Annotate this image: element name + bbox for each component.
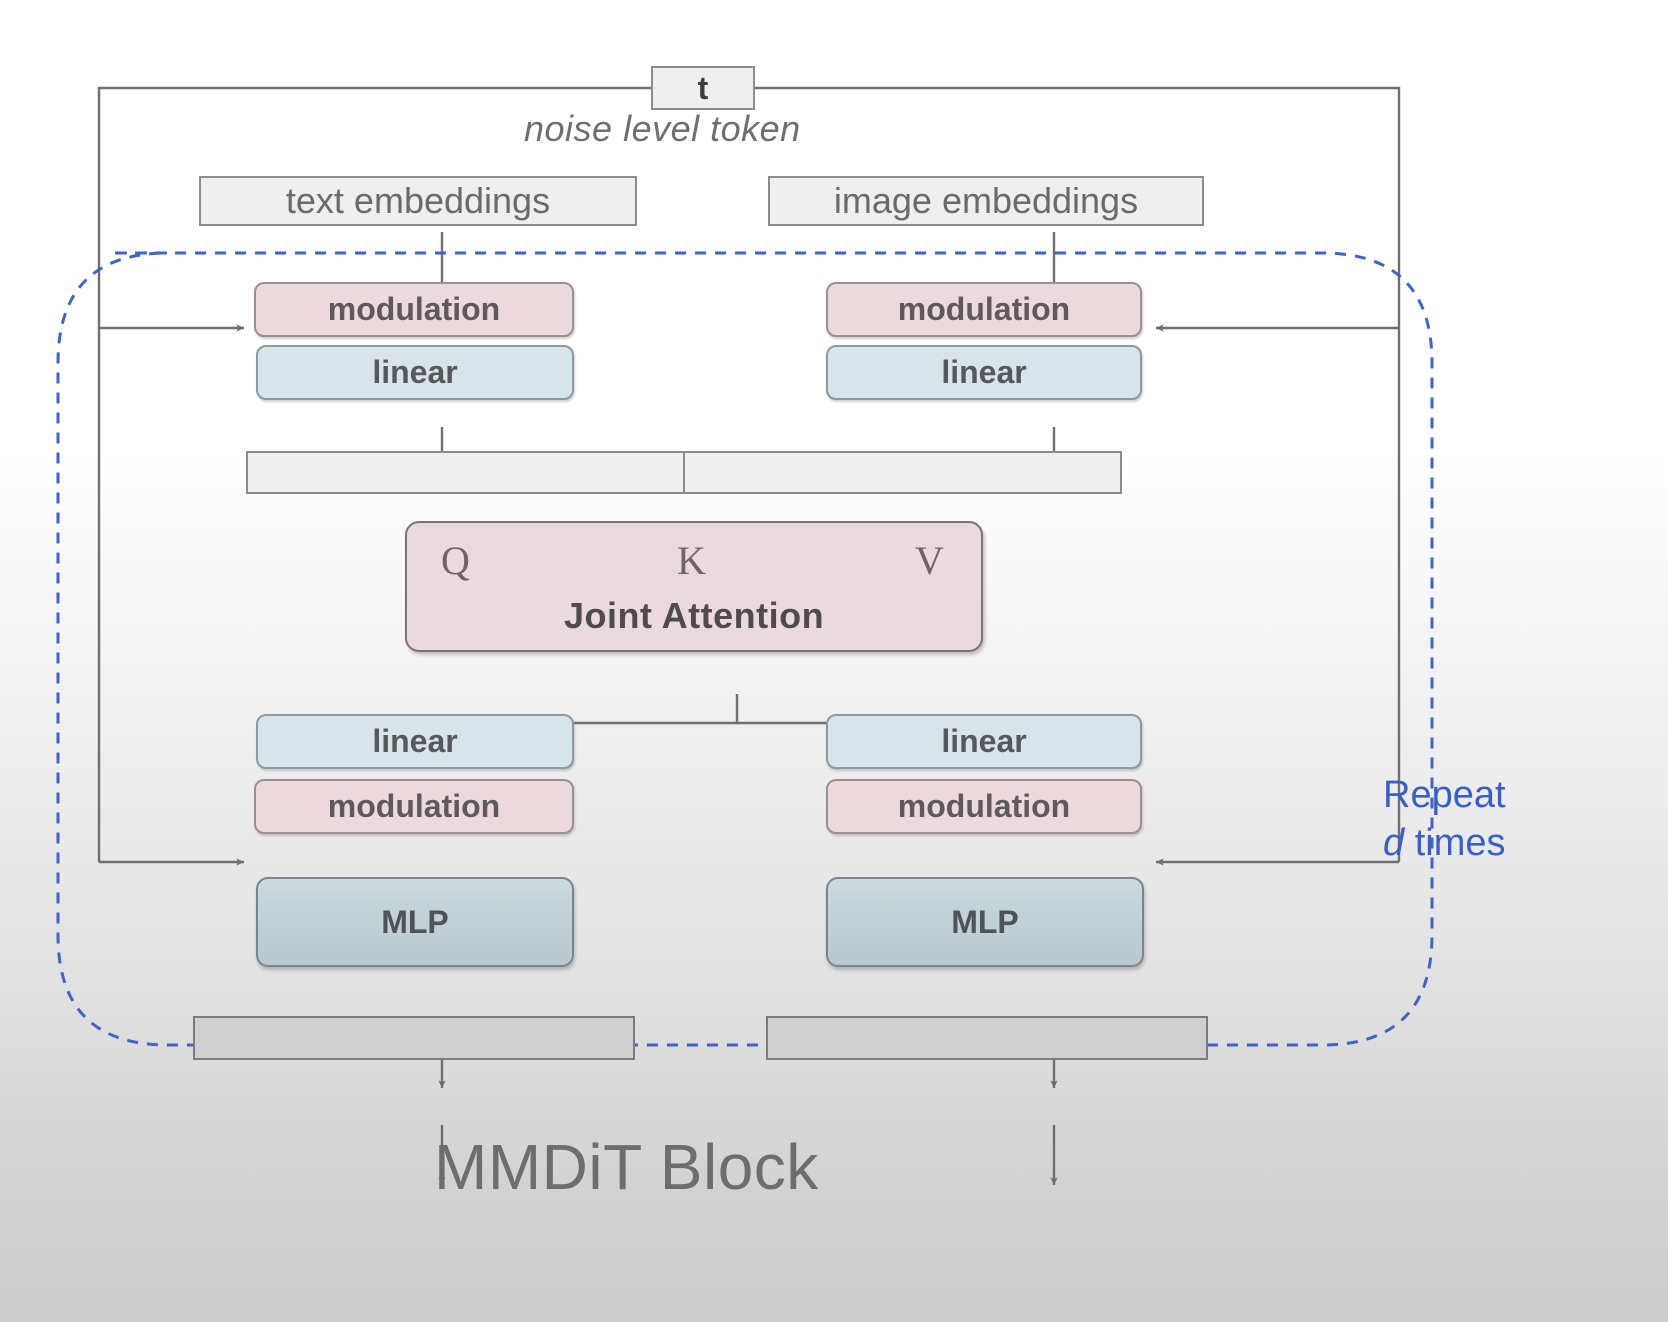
- attention-k-label: K: [677, 538, 706, 583]
- repeat-line-2: d times: [1383, 820, 1506, 868]
- timestep-label: t: [697, 69, 709, 106]
- node-linear-text-bottom: linear: [256, 714, 574, 769]
- diagram-title: MMDiT Block: [434, 1131, 819, 1203]
- node-modulation-text-top: modulation: [254, 282, 574, 337]
- concat-cell-text: [248, 453, 683, 492]
- repeat-line-1: Repeat: [1383, 774, 1506, 816]
- node-joint-attention: Q K V Joint Attention: [405, 521, 983, 652]
- node-modulation-image-top: modulation: [826, 282, 1142, 337]
- attention-q-label: Q: [441, 538, 470, 583]
- noise-level-token-caption: noise level token: [524, 108, 801, 149]
- attention-v-label: V: [915, 538, 944, 583]
- text-embeddings-label: text embeddings: [285, 180, 551, 221]
- node-mlp-image: MLP: [826, 877, 1144, 967]
- node-concatenation-bar: [246, 451, 1122, 494]
- node-linear-image-bottom: linear: [826, 714, 1142, 769]
- node-modulation-text-bottom: modulation: [254, 779, 574, 834]
- repeat-times-word: times: [1404, 821, 1506, 864]
- node-output-bar-text: [193, 1016, 635, 1060]
- attention-title: Joint Attention: [563, 595, 825, 636]
- node-mlp-text: MLP: [256, 877, 574, 967]
- node-modulation-image-bottom: modulation: [826, 779, 1142, 834]
- image-embeddings-label: image embeddings: [833, 180, 1139, 221]
- node-linear-text-top: linear: [256, 345, 574, 400]
- node-timestep-t: t: [651, 66, 755, 110]
- concat-cell-image: [683, 453, 1120, 492]
- node-linear-image-top: linear: [826, 345, 1142, 400]
- repeat-count-symbol: d: [1383, 821, 1405, 864]
- repeat-annotation: Repeat d times: [1383, 772, 1506, 867]
- node-output-bar-image: [766, 1016, 1208, 1060]
- node-text-embeddings: text embeddings: [199, 176, 637, 226]
- node-image-embeddings: image embeddings: [768, 176, 1204, 226]
